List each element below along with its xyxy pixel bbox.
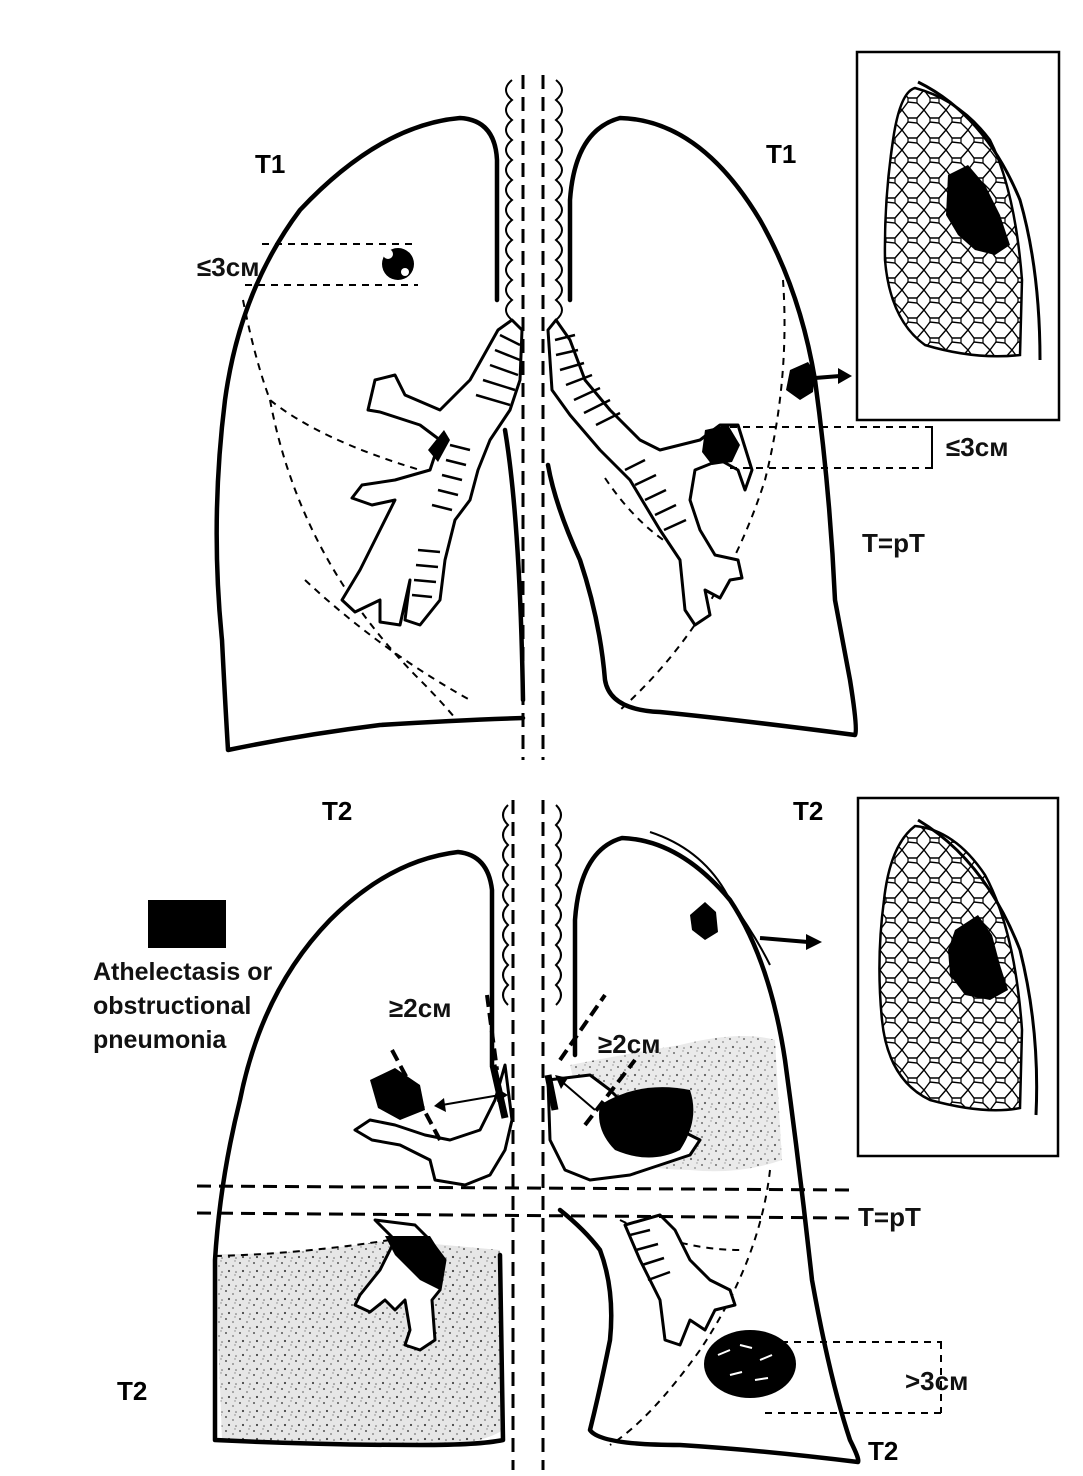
t2-left-pleura (649, 831, 771, 966)
t2-horizontal-line-2 (196, 1211, 851, 1220)
t2-atelectasis-region (215, 1240, 503, 1445)
t1-left-fissure (619, 279, 786, 711)
t2-distance-marker-left-lung (544, 993, 637, 1127)
t1-right-fissure-2 (269, 399, 456, 719)
t1-size-right-label: ≤3см (946, 432, 1008, 462)
t2-bottom-right-label: T2 (868, 1436, 898, 1466)
t1-inset (855, 50, 1061, 422)
t2-bottom-left-label: T2 (117, 1376, 147, 1406)
t1-right-bronchial-tree (340, 318, 524, 627)
t2-distance-marker-right-lung (390, 994, 509, 1141)
t1-size-bracket-right (730, 426, 933, 469)
t2-legend-line-1: Athelectasis or (93, 958, 273, 986)
t1-mediastinum-lines (505, 75, 563, 760)
t2-size-bracket (755, 1341, 942, 1414)
t1-left-bronchial-tree (546, 318, 754, 627)
t1-right-lung-inner-edge (502, 427, 526, 703)
t2-left-lung-outline (557, 835, 861, 1465)
t2-top-right-label: T2 (793, 796, 823, 826)
t2-legend-line-3: pneumonia (93, 1026, 227, 1054)
t2-legend-line-2: obstructional (93, 992, 251, 1020)
t2-pleural-nodule (690, 902, 718, 940)
t2-right-lung-outline (212, 849, 506, 1448)
t1-right-tumor (382, 248, 414, 280)
t2-tpt-label: T=pT (858, 1202, 921, 1232)
t2-right-bronchial-tree (353, 1063, 514, 1352)
t2-arrow-to-inset (759, 934, 822, 950)
t2-mediastinum-lines (502, 800, 562, 1470)
t1-left-label: T1 (255, 149, 285, 179)
t1-inset-tumor (946, 165, 1010, 255)
t2-inset (856, 796, 1060, 1158)
t1-size-left-label: ≤3см (197, 252, 259, 282)
t2-inset-tumor (948, 915, 1008, 1000)
t2-peripheral-tumor (704, 1330, 796, 1398)
t1-pleural-tumor (786, 362, 815, 400)
t2-legend-swatch (148, 900, 226, 948)
t2-left-fissure (609, 1169, 771, 1446)
t1-panel: T1 T1 ≤3см ≤3см T=pT (197, 50, 1061, 760)
t1-tpt-label: T=pT (862, 528, 925, 558)
t2-distance-left-label: ≥2см (389, 993, 451, 1023)
t2-panel: T2 T2 Athelectasis or obstructional pneu… (93, 796, 1060, 1470)
t1-right-fissure (242, 299, 421, 471)
t2-top-left-label: T2 (322, 796, 352, 826)
t1-left-lung-outline (545, 115, 859, 738)
t2-distance-right-label: ≥2см (598, 1029, 660, 1059)
t1-right-label: T1 (766, 139, 796, 169)
t1-arrow-to-inset (814, 368, 852, 384)
t2-horizontal-line-1 (196, 1184, 851, 1192)
t2-size-label: >3см (905, 1366, 968, 1396)
t1-right-lung-outline (214, 115, 526, 753)
